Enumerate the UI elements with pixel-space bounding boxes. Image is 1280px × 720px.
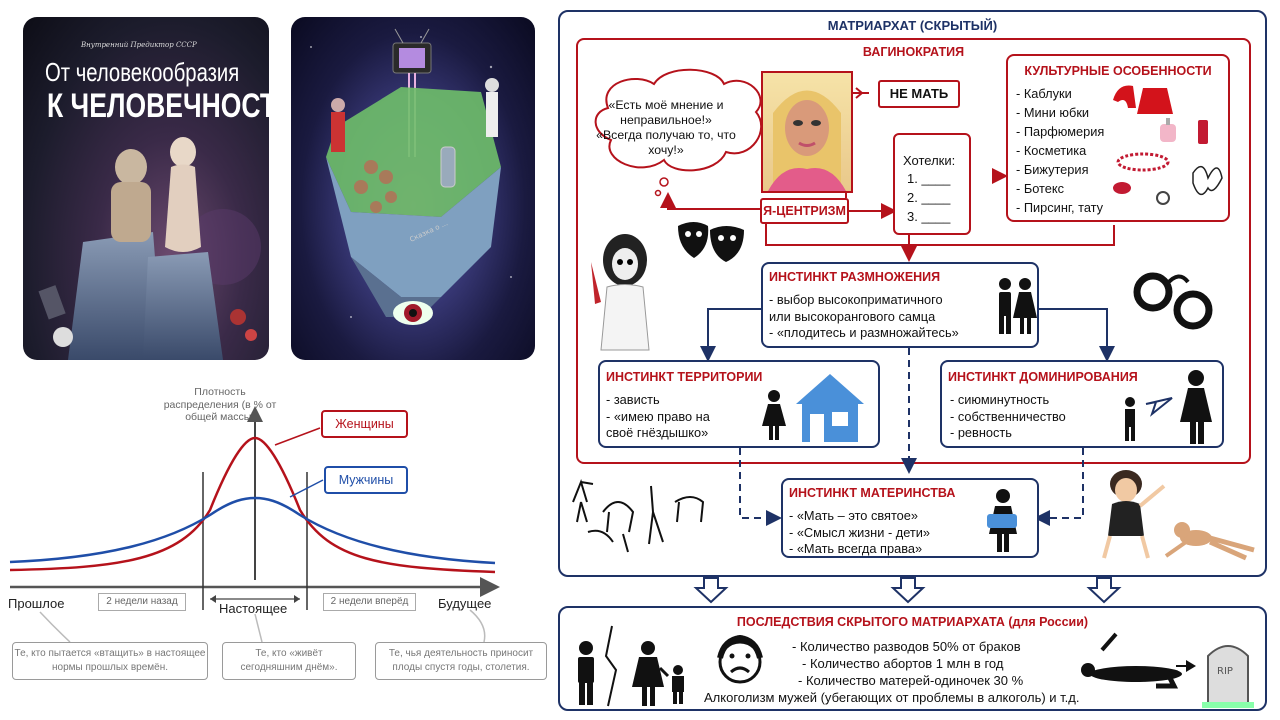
motherhood-title: ИНСТИНКТ МАТЕРИНСТВА xyxy=(789,486,956,500)
culture-item-cosmetics: - Косметика xyxy=(1016,143,1087,158)
reproduction-box: ИНСТИНКТ РАЗМНОЖЕНИЯ - выбор высокоприма… xyxy=(761,262,1039,348)
legend-women: Женщины xyxy=(321,410,408,438)
culture-item-jewelry: - Бижутерия xyxy=(1016,162,1089,177)
culture-item-miniskirts: - Мини юбки xyxy=(1016,105,1090,120)
domination-item-2: - собственничество xyxy=(950,408,1066,424)
couple-icon xyxy=(999,278,1037,334)
cover-2-illustration: Сказка о ... xyxy=(310,28,512,325)
consequences-item-divorces: - Количество разводов 50% от браков xyxy=(792,639,1021,654)
reproduction-title: ИНСТИНКТ РАЗМНОЖЕНИЯ xyxy=(769,270,941,284)
label-present: Настоящее xyxy=(219,601,288,616)
woman-house-icon xyxy=(762,374,864,442)
culture-list: - Каблуки - Мини юбки - Парфюмерия - Кос… xyxy=(1016,86,1104,219)
piercing-icon xyxy=(1156,191,1170,205)
women-curve xyxy=(9,436,496,574)
drunk-man-rip-icon: RIP xyxy=(1081,632,1254,708)
culture-icons xyxy=(1113,85,1223,205)
butterfly-icon xyxy=(1192,165,1223,196)
label-2weeks-ahead: 2 недели вперёд xyxy=(323,593,416,611)
domination-icon xyxy=(1125,370,1212,444)
handcuffs-icon xyxy=(1133,272,1213,330)
domination-box: ИНСТИНКТ ДОМИНИРОВАНИЯ - сиюминутность -… xyxy=(940,360,1224,448)
book-cover-1: Внутренний Предиктор СССР От человекообр… xyxy=(23,17,269,360)
necklace-icon xyxy=(1116,152,1170,172)
diagram-connectors xyxy=(594,68,1122,604)
territory-item-3: своё гнёздышко» xyxy=(606,425,709,440)
heels-icon xyxy=(1113,85,1136,108)
culture-title: КУЛЬТУРНЫЕ ОСОБЕННОСТИ xyxy=(1024,64,1212,78)
territory-item-2: - «имею право на xyxy=(606,408,710,424)
reproduction-item-2: или высокорангового самца xyxy=(769,308,936,324)
domination-item-3: - ревность xyxy=(950,425,1012,440)
vaginocracy-title: ВАГИНОКРАТИЯ xyxy=(862,45,965,59)
cartoon-couple-illustration xyxy=(1102,470,1255,561)
consequences-box: ПОСЛЕДСТВИЯ СКРЫТОГО МАТРИАРХАТА (для Ро… xyxy=(558,606,1267,711)
men-legend-connector xyxy=(289,479,324,498)
book-cover-2: Сказка о ... xyxy=(291,17,535,360)
motherhood-item-1: - «Мать – это святое» xyxy=(789,508,919,523)
primitive-drawing-illustration xyxy=(572,478,705,553)
perfume-icon xyxy=(1160,124,1176,142)
culture-item-piercing: - Пирсинг, тату xyxy=(1016,200,1104,215)
woman-photo xyxy=(761,71,853,193)
domination-title: ИНСТИНКТ ДОМИНИРОВАНИЯ xyxy=(948,370,1138,384)
wishes-item-1: 1. ____ xyxy=(907,171,951,186)
note-future: Те, чья деятельность приносит плоды спус… xyxy=(375,642,547,680)
reproduction-item-1: - выбор высокоприматичного xyxy=(769,292,943,307)
wishes-scroll: Хотелки: 1. ____ 2. ____ 3. ____ xyxy=(893,133,971,235)
culture-box: КУЛЬТУРНЫЕ ОСОБЕННОСТИ - Каблуки - Мини … xyxy=(1006,54,1230,222)
ne-mat-label: НЕ МАТЬ xyxy=(878,80,960,108)
motherhood-item-2: - «Смысл жизни - дети» xyxy=(789,524,931,540)
lips-icon xyxy=(1113,182,1131,194)
motherhood-box: ИНСТИНКТ МАТЕРИНСТВА - «Мать – это свято… xyxy=(781,478,1039,558)
wishes-title: Хотелки: xyxy=(903,153,956,168)
men-curve xyxy=(9,496,496,565)
label-future: Будущее xyxy=(438,596,492,611)
label-2weeks-ago: 2 недели назад xyxy=(98,593,186,611)
culture-item-botox: - Ботекс xyxy=(1016,181,1065,196)
wishes-item-2: 2. ____ xyxy=(907,190,951,205)
cover-1-illustration xyxy=(38,137,261,360)
matriarchy-title: МАТРИАРХАТ (СКРЫТЫЙ) xyxy=(827,18,998,33)
territory-item-1: - зависть xyxy=(606,392,660,407)
cover-small-text: Внутренний Предиктор СССР xyxy=(81,41,197,49)
lipstick-icon xyxy=(1198,120,1208,144)
wishes-item-3: 3. ____ xyxy=(907,209,951,224)
label-past: Прошлое xyxy=(8,596,65,611)
rip-text: RIP xyxy=(1217,666,1233,677)
mother-child-icon xyxy=(987,489,1017,552)
culture-item-perfume: - Парфюмерия xyxy=(1016,124,1105,139)
consequences-item-single-mothers: - Количество матерей-одиночек 30 % xyxy=(798,673,1024,688)
consequences-item-abortions: - Количество абортов 1 млн в год xyxy=(802,656,1004,671)
cover-title-line-1: От человекообразия xyxy=(45,57,240,87)
domination-item-1: - сиюминутность xyxy=(950,392,1050,407)
note-past: Те, кто пытается «втащить» в настоящее н… xyxy=(12,642,208,680)
distribution-chart xyxy=(9,406,500,643)
culture-item-heels: - Каблуки xyxy=(1016,86,1072,101)
egocentrism-label: Я-ЦЕНТРИЗМ xyxy=(760,198,849,224)
family-breakup-icon xyxy=(578,625,763,707)
women-legend-connector xyxy=(274,427,321,446)
territory-box: ИНСТИНКТ ТЕРРИТОРИИ - зависть - «имею пр… xyxy=(598,360,880,448)
consequences-item-alcoholism: Алкоголизм мужей (убегающих от проблемы … xyxy=(704,690,1080,705)
territory-title: ИНСТИНКТ ТЕРРИТОРИИ xyxy=(606,370,763,384)
theater-masks-icon xyxy=(678,222,744,262)
legend-men: Мужчины xyxy=(324,466,408,494)
note-present: Те, кто «живёт сегодняшним днём». xyxy=(222,642,356,680)
speech-bubble-text: «Есть моё мнение и неправильное!» «Всегд… xyxy=(596,98,736,157)
cover-title-line-2: К ЧЕЛОВЕЧНОСТИ xyxy=(47,87,269,125)
consequences-title: ПОСЛЕДСТВИЯ СКРЫТОГО МАТРИАРХАТА (для Ро… xyxy=(736,615,1089,629)
woman-photo-illustration xyxy=(768,90,846,191)
motherhood-item-3: - «Мать всегда права» xyxy=(789,541,923,556)
reproduction-item-3: - «плодитесь и размножайтесь» xyxy=(769,325,959,340)
doll-girl-illustration xyxy=(591,234,650,351)
skirt-icon xyxy=(1137,88,1173,114)
